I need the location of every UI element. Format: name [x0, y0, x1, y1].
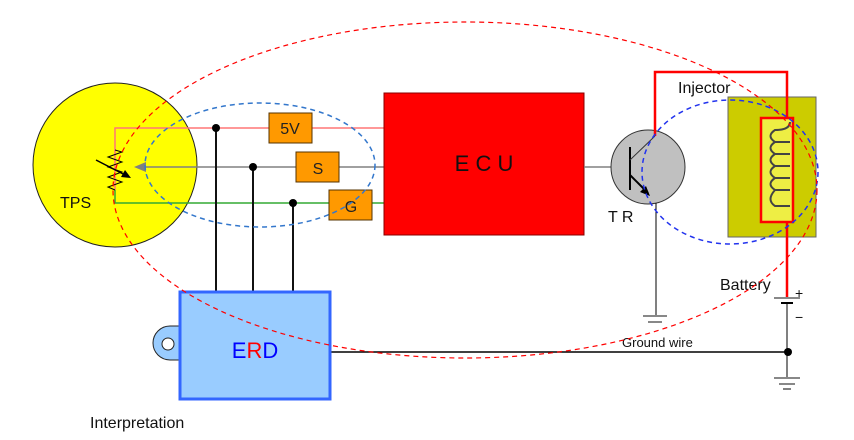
connector-5v-label: 5V	[280, 121, 300, 138]
highlight-ellipse-system	[112, 21, 818, 359]
signal-arrow-icon	[134, 162, 146, 172]
ecu-label: E C U	[455, 151, 514, 176]
mount-hole	[161, 337, 175, 351]
battery-minus: −	[795, 309, 803, 325]
transistor-label: T R	[608, 209, 633, 226]
junction-dot	[212, 124, 220, 132]
highlight-ellipse-injector	[641, 99, 819, 245]
connector-s	[295, 151, 340, 183]
highlight-ellipse-sensor	[144, 102, 376, 228]
emitter-arrow-icon	[640, 186, 650, 196]
wire-supply	[653, 70, 789, 136]
transistor-collector	[629, 135, 656, 161]
junction-dot	[289, 199, 297, 207]
tps-label: TPS	[60, 195, 91, 212]
potentiometer-arrow	[95, 159, 128, 177]
ground-wire-label: Ground wire	[622, 335, 693, 350]
ecu-box	[383, 92, 585, 236]
connector-g-label: G	[345, 199, 357, 216]
potentiometer-arrowhead	[121, 170, 131, 178]
connector-5v	[268, 112, 313, 144]
injector-label: Injector	[678, 80, 731, 97]
connector-g	[328, 189, 373, 221]
coil-icon	[769, 121, 791, 207]
battery-label: Battery	[720, 277, 771, 294]
junction-dot	[249, 163, 257, 171]
erd-label: ERD	[232, 338, 278, 363]
caption: Interpretation	[90, 415, 184, 432]
injector-coil	[759, 116, 795, 224]
battery-plus: +	[795, 285, 803, 301]
connector-s-label: S	[313, 161, 324, 178]
erd-box	[178, 290, 332, 401]
